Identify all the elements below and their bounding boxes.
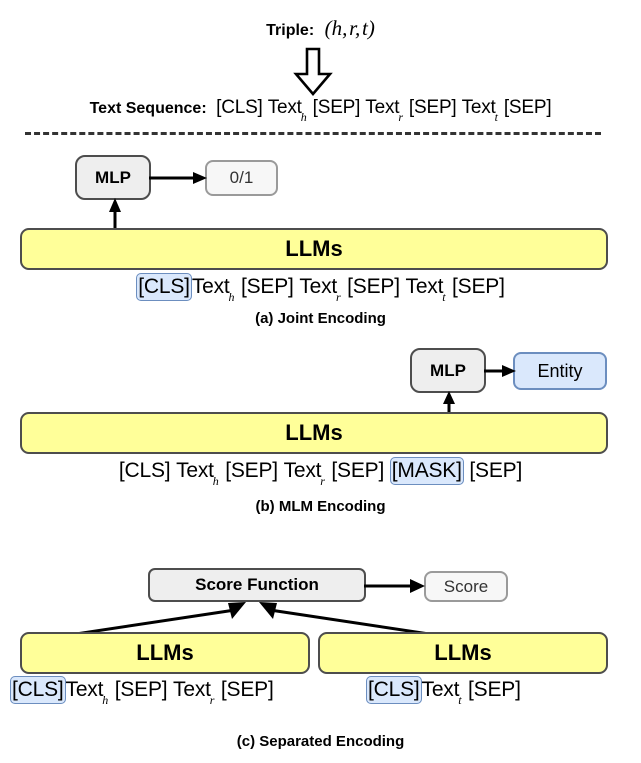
- separated-token-row-left: [CLS]Texth [SEP] Textr [SEP]: [10, 676, 330, 708]
- hollow-down-arrow-icon: [293, 47, 333, 97]
- separated-token-row-right: [CLS]Textt [SEP]: [366, 676, 641, 708]
- mlm-token-cls: [CLS]: [118, 459, 171, 482]
- separated-left-token-cls[interactable]: [CLS]: [10, 676, 66, 704]
- joint-mlp-box[interactable]: MLP: [75, 155, 151, 200]
- joint-token-sep-3: [SEP]: [452, 275, 505, 298]
- mlm-caption: (b) MLM Encoding: [255, 498, 386, 515]
- mlm-mlp-box[interactable]: MLP: [410, 348, 486, 393]
- separated-caption: (c) Separated Encoding: [236, 733, 405, 750]
- joint-token-row: [CLS]Texth [SEP] Textr [SEP] Textt [SEP]: [0, 273, 641, 305]
- text-sequence-tokens: [CLS] Texth [SEP] Textr [SEP] Textt [SEP…: [216, 97, 552, 124]
- triple-row: Triple: (h, r, t): [0, 16, 641, 41]
- joint-token-sep-2: [SEP]: [347, 275, 400, 298]
- mlm-llm-bar[interactable]: LLMs: [20, 412, 608, 454]
- triple-value: (h, r, t): [324, 16, 375, 40]
- separated-left-token-sep-2: [SEP]: [220, 678, 274, 701]
- joint-token-text-h: Texth: [191, 275, 235, 305]
- joint-caption: (a) Joint Encoding: [255, 310, 386, 327]
- mlm-token-text-h: Texth: [176, 459, 219, 489]
- separated-scorefn-to-output-arrow: [364, 579, 425, 593]
- separated-left-token-text-h: Texth: [65, 678, 109, 708]
- joint-token-cls[interactable]: [CLS]: [136, 273, 192, 301]
- separated-left-token-sep-1: [SEP]: [114, 678, 168, 701]
- separated-right-token-text-t: Textt: [421, 678, 462, 708]
- mlm-token-row: [CLS] Texth [SEP] Textr [SEP] [MASK] [SE…: [0, 457, 641, 489]
- separated-right-token-sep-1: [SEP]: [468, 678, 521, 701]
- separated-right-token-cls[interactable]: [CLS]: [366, 676, 422, 704]
- separated-left-token-text-r: Textr: [173, 678, 215, 708]
- separated-llm-bar-right[interactable]: LLMs: [318, 632, 608, 674]
- separated-score-function-box[interactable]: Score Function: [148, 568, 366, 602]
- joint-llm-to-mlp-arrow: [109, 198, 121, 232]
- joint-token-sep-1: [SEP]: [240, 275, 294, 298]
- joint-mlp-to-output-arrow: [149, 172, 207, 184]
- separated-output-box[interactable]: Score: [424, 571, 508, 602]
- mlm-mlp-to-output-arrow: [484, 365, 516, 377]
- joint-llm-bar[interactable]: LLMs: [20, 228, 608, 270]
- text-sequence-row: Text Sequence: [CLS] Texth [SEP] Textr […: [0, 97, 641, 124]
- mlm-token-sep-1: [SEP]: [225, 459, 278, 482]
- triple-label: Triple:: [266, 22, 315, 39]
- separated-llm-bar-left[interactable]: LLMs: [20, 632, 310, 674]
- joint-token-text-t: Textt: [405, 275, 446, 305]
- mlm-token-mask[interactable]: [MASK]: [389, 457, 464, 485]
- mlm-token-sep-2: [SEP]: [331, 459, 385, 482]
- text-sequence-label: Text Sequence:: [89, 100, 207, 117]
- joint-token-text-r: Textr: [299, 275, 341, 305]
- mlm-output-box[interactable]: Entity: [513, 352, 607, 390]
- mlm-token-text-r: Textr: [283, 459, 325, 489]
- section-divider: [25, 132, 601, 135]
- mlm-token-sep-3: [SEP]: [469, 459, 523, 482]
- joint-output-box[interactable]: 0/1: [205, 160, 278, 196]
